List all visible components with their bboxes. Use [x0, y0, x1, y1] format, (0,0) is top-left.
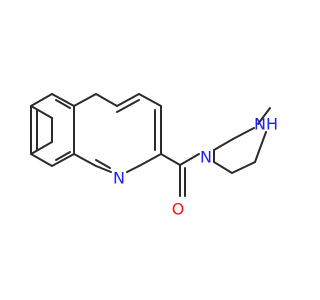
bond-pip-f — [254, 131, 267, 163]
chemical-structure: N O N NH — [30, 93, 278, 219]
bond-pyr-inner-1 — [116, 99, 140, 113]
bond-c2-carbonyl — [160, 153, 181, 166]
bond-pip-e — [231, 161, 256, 174]
bond-pyr-f — [138, 153, 162, 167]
quinoline-nitrogen-label: N — [113, 169, 125, 188]
bond-lines — [30, 93, 271, 197]
bond-pyr-c — [116, 93, 140, 107]
bond-pyr-inner-3 — [95, 159, 111, 169]
bond-benzo-i — [30, 153, 53, 167]
bond-pyr-g — [126, 165, 140, 173]
piperazine-nh-label: NH — [254, 115, 278, 134]
bond-pyr-i — [73, 153, 97, 167]
bond-benzo-h — [51, 153, 75, 167]
bond-benzo-e — [30, 93, 53, 107]
bond-carbonyl-n — [179, 153, 200, 166]
bond-pip-c — [257, 107, 271, 125]
bond-benzo-a — [30, 105, 53, 119]
bond-pip-b — [232, 127, 255, 140]
carbonyl-oxygen-label: O — [172, 200, 185, 219]
bond-benzo-inner-2 — [55, 99, 71, 109]
bond-pip-a — [213, 138, 234, 151]
bond-benzo-inner-3 — [55, 151, 71, 161]
bond-pyr-a — [73, 93, 97, 107]
bond-benzo-f — [51, 93, 75, 107]
bond-benzo-c — [30, 141, 53, 155]
bond-pip-d — [213, 161, 233, 174]
bond-pyr-d — [138, 93, 162, 107]
bond-pyr-b — [95, 93, 118, 107]
bond-pyr-h — [95, 165, 112, 173]
piperazine-nitrogen-label: N — [200, 148, 212, 167]
